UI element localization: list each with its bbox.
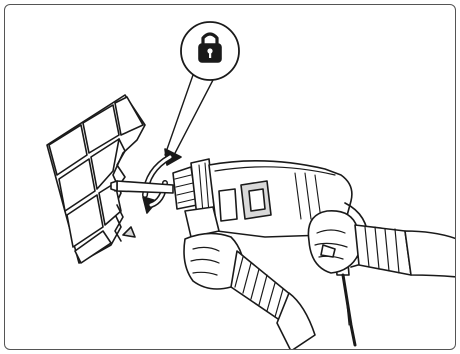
drill-chiseling-tiles-illustration [5,5,456,350]
tiled-wall [47,95,145,263]
lock-callout [165,22,239,157]
illustration-frame [4,4,456,350]
right-hand [308,211,456,277]
